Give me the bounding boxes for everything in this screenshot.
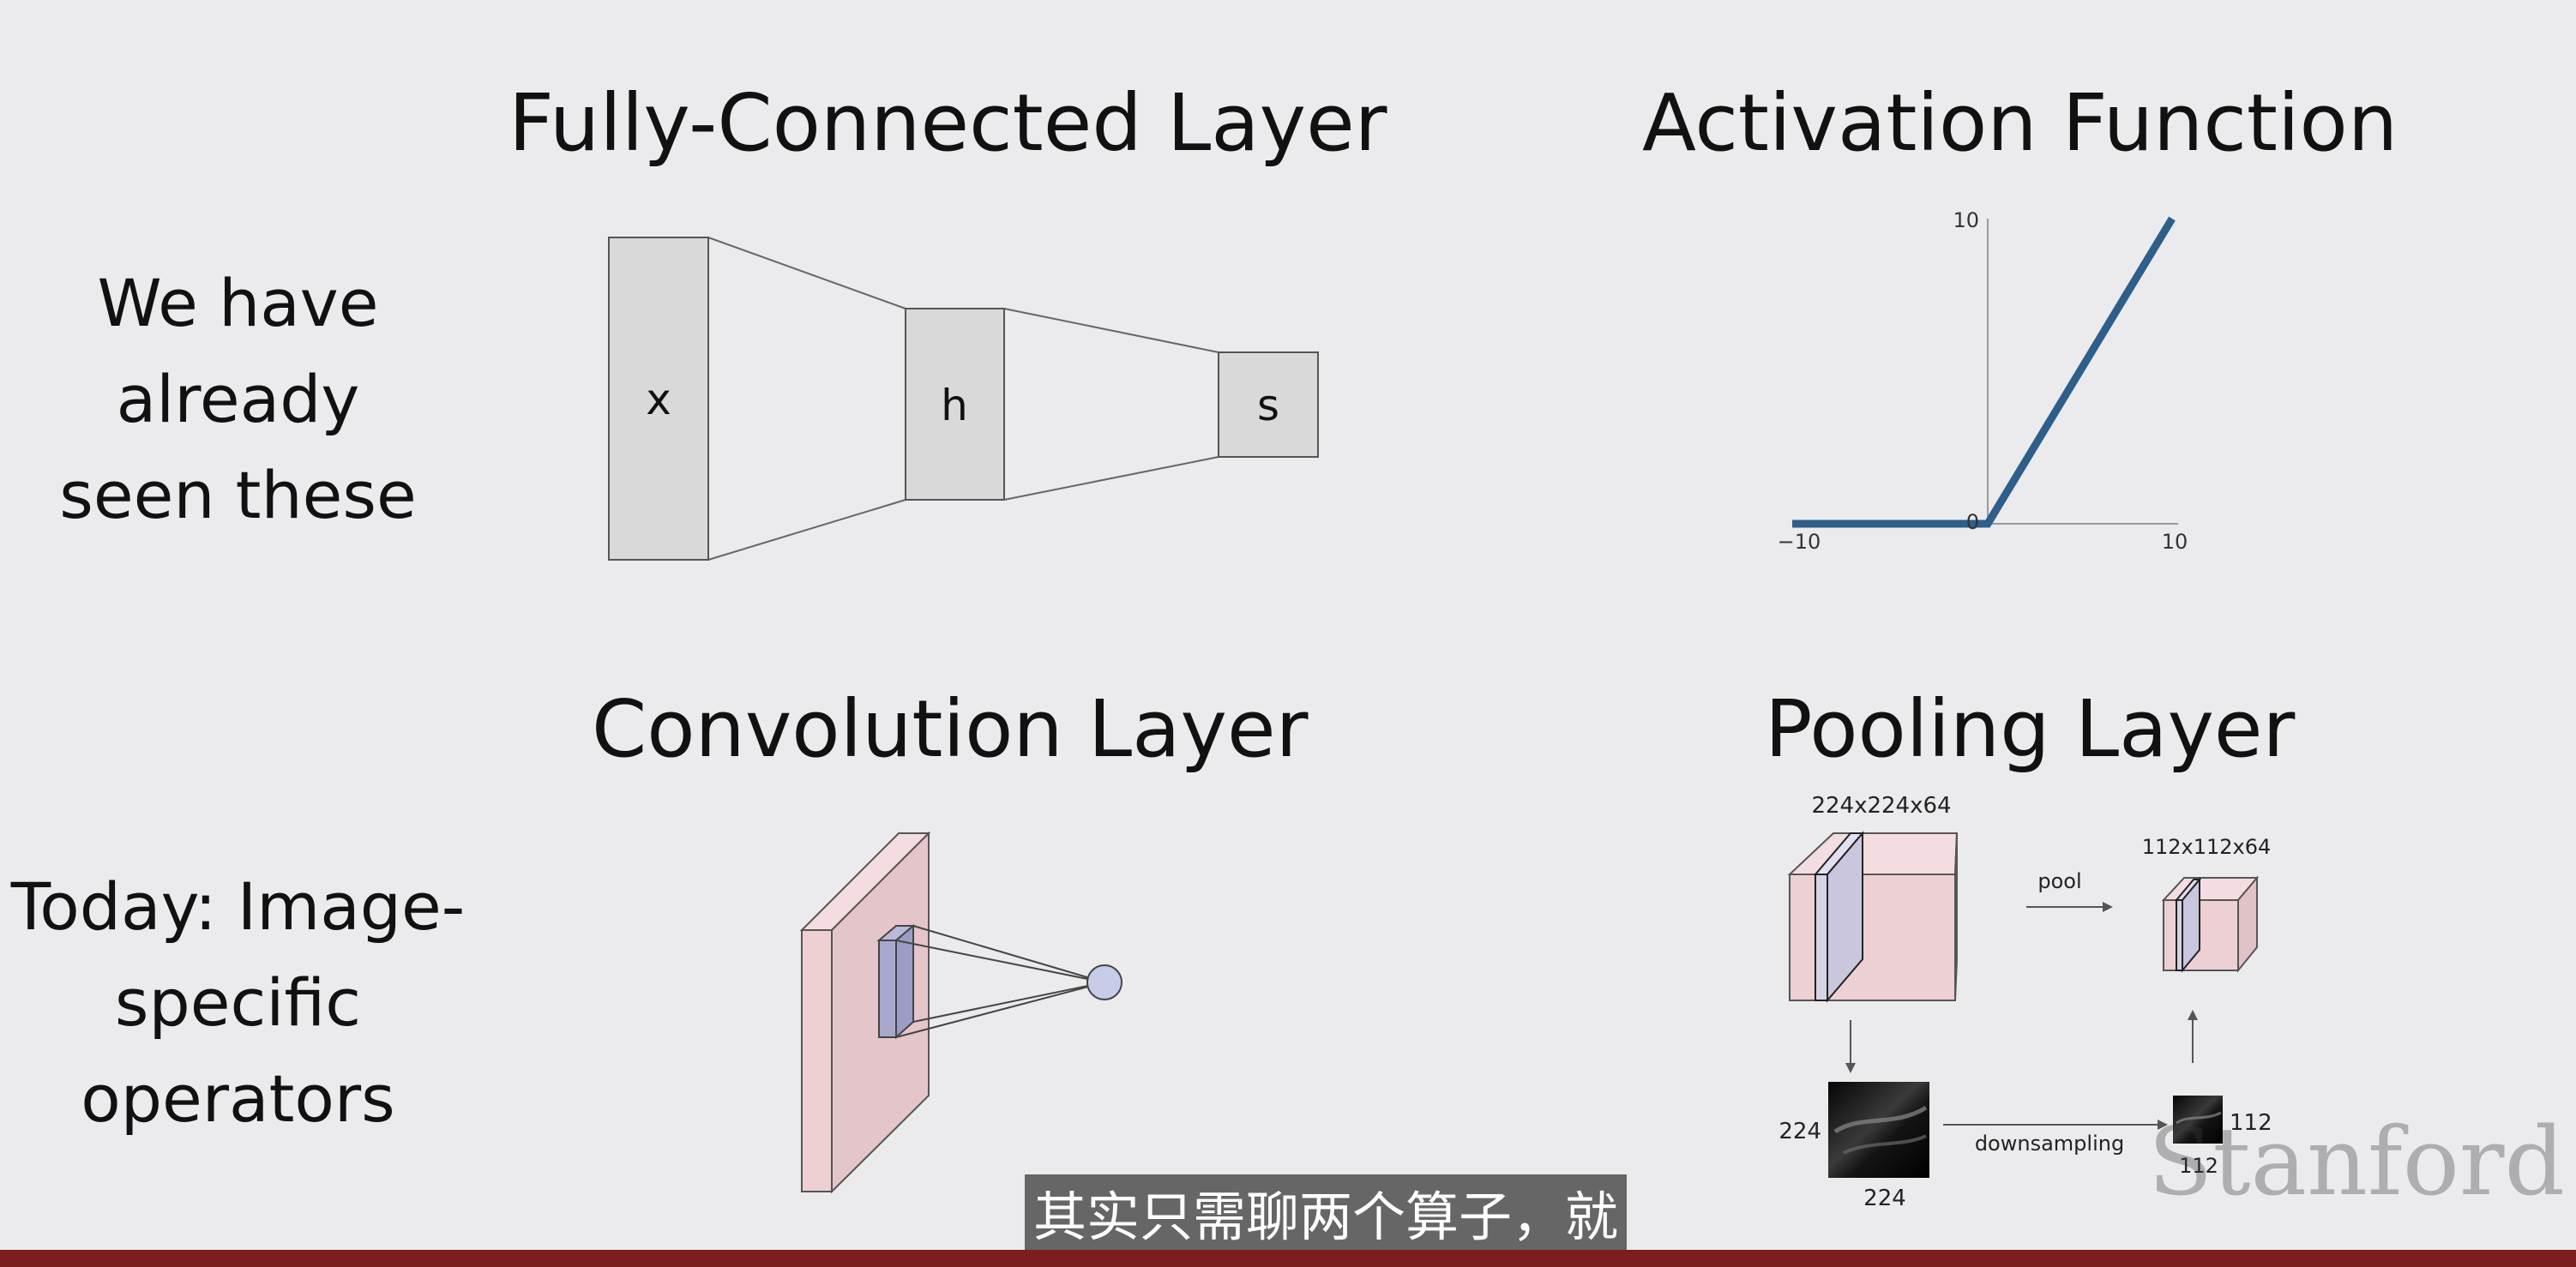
pool-bottom-dim-label: 224 [1863, 1186, 1906, 1211]
pool-op-label: pool [2037, 869, 2081, 893]
pool-input-volume [1789, 874, 1956, 1001]
fc-node-x-label: x [646, 375, 671, 424]
activation-x-max-label: 10 [2162, 530, 2188, 554]
pool-input-size-label: 224x224x64 [1811, 793, 1951, 819]
fc-node-s-label: s [1257, 381, 1279, 430]
fully-connected-title: Fully-Connected Layer [509, 77, 1387, 169]
activation-y-max-label: 10 [1953, 208, 1979, 232]
pool-output-volume [2163, 899, 2239, 971]
pooling-layer-title: Pooling Layer [1765, 683, 2296, 775]
today-label-line: operators [81, 1060, 395, 1137]
pooling-diagram: 224x224x64 pool 112x112x64 224 224 [1779, 793, 2272, 1211]
relu-curve [1792, 216, 2176, 528]
fc-node-s [1218, 351, 1319, 458]
conv-input-volume [801, 929, 833, 1192]
conv-output-neuron [1086, 964, 1122, 1000]
fc-node-h-label: h [941, 381, 968, 430]
activation-function-title: Activation Function [1642, 77, 2398, 169]
fully-connected-diagram: x h s [608, 237, 1319, 561]
pool-input-feature-map [1828, 1082, 1929, 1178]
video-subtitle: 其实只需聊两个算子，就 [1025, 1174, 1628, 1260]
conv-filter [878, 940, 897, 1038]
seen-label-line: We have [97, 265, 379, 341]
activation-zero-label: 0 [1966, 510, 1979, 534]
convolution-diagram [799, 831, 1122, 1194]
pool-right-dim-label: 112 [2230, 1110, 2272, 1136]
activation-x-min-label: −10 [1778, 530, 1821, 554]
today-label-line: Today: Image- [10, 868, 466, 945]
pool-downsampling-label: downsampling [1975, 1132, 2124, 1156]
stanford-watermark: Stanford [2148, 1107, 2565, 1216]
convolution-layer-title: Convolution Layer [592, 683, 1309, 775]
seen-label-line: seen these [59, 457, 417, 533]
today-label-line: specific [114, 964, 362, 1041]
pool-small-bottom-dim-label: 112 [2179, 1154, 2218, 1178]
seen-label: We have already seen these [17, 255, 459, 543]
today-label: Today: Image- specific operators [0, 859, 476, 1147]
activation-plot: 10 0 −10 10 [1778, 208, 2188, 554]
pool-left-dim-label: 224 [1779, 1119, 1821, 1144]
pool-output-size-label: 112x112x64 [2142, 835, 2272, 859]
fc-node-x [608, 237, 709, 561]
bottom-bar [0, 1250, 2576, 1267]
seen-label-line: already [116, 361, 360, 437]
fc-node-h [905, 308, 1005, 501]
